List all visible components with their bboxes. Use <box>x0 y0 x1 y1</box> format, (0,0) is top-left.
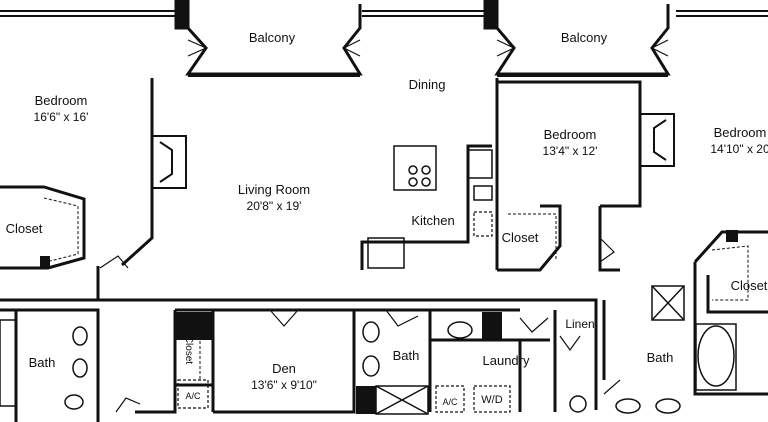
room-dims: 13'4" x 12' <box>542 144 598 158</box>
room-name: Bedroom <box>713 125 767 140</box>
balcony-left-outline <box>185 4 363 76</box>
room-dims: 16'6" x 16' <box>33 110 89 124</box>
column <box>40 256 50 268</box>
fireplace <box>151 135 187 189</box>
room-name: Den <box>272 361 296 376</box>
refrigerator <box>367 237 405 269</box>
room-name: Dining <box>408 77 446 92</box>
sink <box>467 149 493 201</box>
room-name: Closet <box>5 221 43 236</box>
living-west-wall <box>120 78 154 267</box>
column <box>174 0 190 30</box>
linen-label: Linen <box>565 316 594 332</box>
cooktop <box>393 145 437 191</box>
bedroom-right-label: Bedroom 14'10" x 20 <box>710 125 768 157</box>
column <box>176 312 212 340</box>
room-name: Balcony <box>248 30 296 45</box>
closet-right-label: Closet <box>731 278 768 294</box>
closet-left-label: Closet <box>6 221 43 237</box>
fireplace <box>639 113 675 167</box>
column <box>483 0 499 30</box>
column <box>482 312 502 340</box>
room-name: Bath <box>392 348 420 363</box>
closet-mid-label: Closet <box>502 230 539 246</box>
column <box>726 230 738 242</box>
closet-right-walls <box>693 230 768 264</box>
room-name: Kitchen <box>411 213 455 228</box>
den-label: Den 13'6" x 9'10" <box>251 361 317 393</box>
bath-left-label: Bath <box>29 355 56 371</box>
washer-dryer-label: W/D <box>481 394 503 406</box>
room-name: Living Room <box>237 182 311 197</box>
balcony-right-outline <box>494 4 671 76</box>
kitchen-wall <box>360 144 492 270</box>
dining-label: Dining <box>409 77 446 93</box>
top-window-run <box>0 10 768 17</box>
room-name: Closet <box>730 278 768 293</box>
room-name: Linen <box>565 317 595 331</box>
room-dims: 13'6" x 9'10" <box>251 378 317 392</box>
bedroom-mid-label: Bedroom 13'4" x 12' <box>543 127 598 159</box>
room-name: Bath <box>646 350 674 365</box>
room-name: Bath <box>28 355 56 370</box>
door-swings <box>99 39 669 413</box>
closet-den-label: Closet <box>180 336 196 364</box>
room-name: Laundry <box>482 353 530 368</box>
column <box>356 386 376 414</box>
room-name: Balcony <box>560 30 608 45</box>
room-name: Closet <box>501 230 539 245</box>
room-name: Bedroom <box>543 127 597 142</box>
kitchen-label: Kitchen <box>411 213 454 229</box>
room-name: Closet <box>183 335 194 365</box>
bath-fixtures <box>0 285 737 415</box>
room-dims: 20'8" x 19' <box>246 199 302 213</box>
room-dims: 14'10" x 20 <box>710 142 768 156</box>
pantry <box>473 211 493 237</box>
bath-mid-label: Bath <box>393 348 420 364</box>
living-room-label: Living Room 20'8" x 19' <box>238 182 310 214</box>
laundry-label: Laundry <box>483 353 530 369</box>
bedroom-left-label: Bedroom 16'6" x 16' <box>34 93 89 125</box>
balcony-left-label: Balcony <box>249 30 295 46</box>
balcony-right-label: Balcony <box>561 30 607 46</box>
bath-right-label: Bath <box>647 350 674 366</box>
room-name: Bedroom <box>34 93 88 108</box>
corridor-wall <box>98 298 598 410</box>
ac-den-label: A/C <box>185 391 201 401</box>
ac-laundry-label: A/C <box>442 397 458 407</box>
